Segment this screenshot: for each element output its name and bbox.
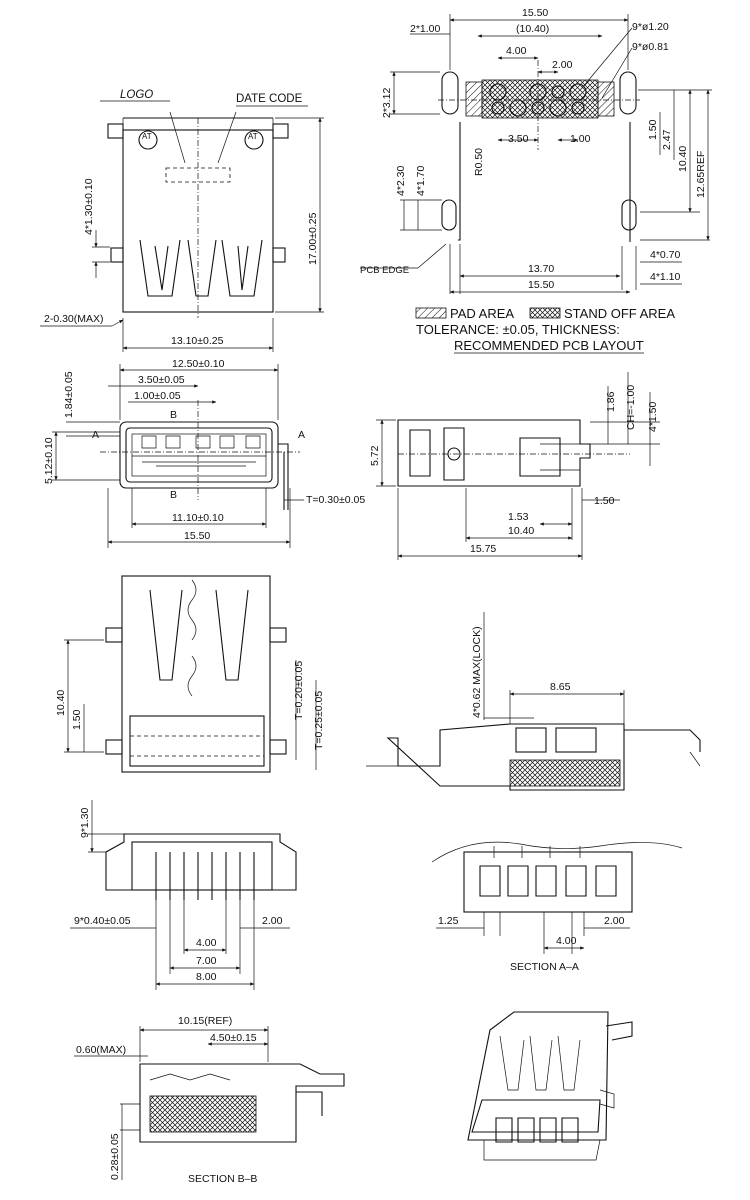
pcb-10-40: (10.40) xyxy=(516,23,549,35)
pcb-hole-9 xyxy=(551,85,565,99)
sec-a-2-00: 2.00 xyxy=(604,915,625,927)
pcb-edge-label: PCB EDGE xyxy=(360,265,409,276)
legend-pad-label: PAD AREA xyxy=(450,306,514,321)
section-lock: 4*0.62 MAX(LOCK) xyxy=(471,626,483,718)
pcb-hole-big: 9*ø1.20 xyxy=(632,21,669,33)
sec-b-4-50: 4.50±0.15 xyxy=(210,1032,257,1044)
top-view: AT AT LOGO DATE CODE 13.10±0.25 17.00±0.… xyxy=(40,89,324,352)
pcb-15-50: 15.50 xyxy=(522,7,548,19)
pcb-10-40-v: 10.40 xyxy=(677,146,689,172)
pcb-slot-h: 4*1.70 xyxy=(415,165,427,196)
pcb-pad-w: 2*1.00 xyxy=(410,23,441,35)
rear-2-00: 2.00 xyxy=(262,915,283,927)
front-5-12: 5.12±0.10 xyxy=(43,437,55,484)
side-view: 5.72 1.86 CH=-1.00 4*1.50 1.50 1.53 10.4… xyxy=(369,372,660,560)
logo-label: LOGO xyxy=(120,89,153,101)
pcb-15-50-b: 15.50 xyxy=(528,279,554,291)
pcb-hole-4 xyxy=(549,99,567,117)
tolerance-note: TOLERANCE: ±0.05, THICKNESS: xyxy=(416,322,620,337)
dim-tab: 2-0.30(MAX) xyxy=(44,313,104,325)
front-thickness: T=0.30±0.05 xyxy=(306,494,365,506)
bottom-t020: T=0.20±0.05 xyxy=(293,661,305,720)
badge-left-text: AT xyxy=(142,132,152,141)
date-code-label: DATE CODE xyxy=(236,93,303,105)
pcb-layout-view: 15.50 (10.40) 4.00 2.00 3.50 1.00 2*1.00… xyxy=(360,7,712,354)
pcb-2-00: 2.00 xyxy=(552,59,573,71)
section-a-title: SECTION A–A xyxy=(510,961,579,973)
rear-pins-h: 9*1.30 xyxy=(79,807,91,838)
pcb-pad-h: 2*3.12 xyxy=(381,87,393,118)
side-4-1-50: 4*1.50 xyxy=(647,401,659,432)
pcb-13-70: 13.70 xyxy=(528,263,554,275)
sec-a-4-00: 4.00 xyxy=(556,935,577,947)
section-b-title: SECTION B–B xyxy=(188,1173,257,1185)
side-1-86: 1.86 xyxy=(605,391,617,412)
recommended-note: RECOMMENDED PCB LAYOUT xyxy=(454,338,644,353)
side-1-50: 1.50 xyxy=(594,495,615,507)
pcb-hole-6 xyxy=(491,101,505,115)
side-5-72: 5.72 xyxy=(369,445,381,466)
pcb-4-00: 4.00 xyxy=(506,45,527,57)
rear-pins-w: 9*0.40±0.05 xyxy=(74,915,131,927)
bottom-view: 10.40 1.50 T=0.20±0.05 T=0.25±0.05 xyxy=(55,575,325,773)
sec-a-right: A xyxy=(298,429,305,441)
badge-right-text: AT xyxy=(248,132,258,141)
bottom-t025: T=0.25±0.05 xyxy=(313,691,325,750)
side-section-view: 8.65 4*0.62 MAX(LOCK) xyxy=(366,612,701,791)
section-b-view: 10.15(REF) 4.50±0.15 0.60(MAX) 0.28±0.05… xyxy=(74,1015,345,1185)
pcb-hole-8 xyxy=(571,101,585,115)
pcb-0-70: 4*0.70 xyxy=(650,249,681,261)
pcb-12-65: 12.65REF xyxy=(695,151,707,198)
pcb-3-50: 3.50 xyxy=(508,133,529,145)
side-1-53: 1.53 xyxy=(508,511,529,523)
sec-b-bottom: B xyxy=(170,489,177,501)
sec-b-0-28: 0.28±0.05 xyxy=(109,1133,121,1180)
pcb-1-50: 1.50 xyxy=(647,119,659,140)
front-15-50: 15.50 xyxy=(184,530,210,542)
dim-pin-dia: 4*1.30±0.10 xyxy=(83,178,95,235)
front-view: A A B B 12.50±0.10 3.50±0.05 1.00±0.05 1… xyxy=(43,358,365,548)
rear-7-00: 7.00 xyxy=(196,955,217,967)
section-8-65: 8.65 xyxy=(550,681,571,693)
isometric-view xyxy=(467,1011,633,1161)
side-ch: CH=-1.00 xyxy=(625,385,637,430)
rear-8-00: 8.00 xyxy=(196,971,217,983)
dim-17-00: 17.00±0.25 xyxy=(307,212,319,265)
sec-b-10-15: 10.15(REF) xyxy=(178,1015,232,1027)
sec-b-top: B xyxy=(170,409,177,421)
rear-view: 9*1.30 9*0.40±0.05 2.00 4.00 7.00 8.00 xyxy=(70,800,297,990)
section-a-view: 1.25 2.00 4.00 SECTION A–A xyxy=(431,841,683,973)
pcb-hole-small: 9*ø0.81 xyxy=(632,41,669,53)
side-10-40: 10.40 xyxy=(508,525,534,537)
bottom-1-50: 1.50 xyxy=(71,709,83,730)
rear-pins xyxy=(155,852,255,900)
front-3-50: 3.50±0.05 xyxy=(138,374,185,386)
front-1-00: 1.00±0.05 xyxy=(134,390,181,402)
sec-b-0-60: 0.60(MAX) xyxy=(76,1044,126,1056)
legend-standoff-label: STAND OFF AREA xyxy=(564,306,675,321)
bottom-10-40: 10.40 xyxy=(55,690,67,716)
pcb-slot-w: 4*2.30 xyxy=(395,165,407,196)
side-15-75: 15.75 xyxy=(470,543,496,555)
pcb-1-10: 4*1.10 xyxy=(650,271,681,283)
pcb-radius: R0.50 xyxy=(473,148,485,176)
front-12-50: 12.50±0.10 xyxy=(172,358,225,370)
pcb-2-47: 2.47 xyxy=(661,129,673,150)
sec-a-left: A xyxy=(92,429,99,441)
sec-a-1-25: 1.25 xyxy=(438,915,459,927)
legend-pad-swatch xyxy=(415,307,447,319)
front-11-10: 11.10±0.10 xyxy=(172,512,224,524)
front-1-84: 1.84±0.05 xyxy=(63,371,75,418)
legend-standoff-swatch xyxy=(529,307,561,319)
rear-4-00: 4.00 xyxy=(196,937,217,949)
pcb-1-00: 1.00 xyxy=(570,133,591,145)
dim-13-10: 13.10±0.25 xyxy=(171,335,224,347)
